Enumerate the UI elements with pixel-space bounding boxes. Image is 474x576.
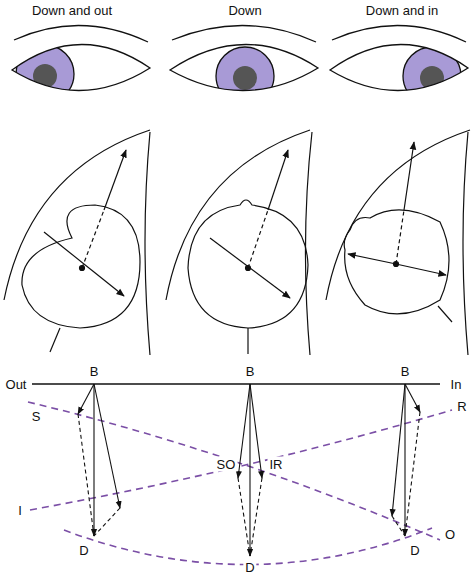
view-title: Down: [226, 3, 263, 18]
muscle-label: IR: [268, 457, 285, 472]
globe-diagram: [326, 130, 470, 355]
axis-label: Out: [4, 377, 29, 392]
axis-label: In: [449, 377, 464, 392]
point-label: B: [399, 364, 412, 379]
curve-label: I: [16, 503, 24, 518]
curve-label: O: [443, 527, 457, 542]
point-label: D: [408, 543, 421, 558]
view-title: Down and in: [364, 3, 440, 18]
point-label: B: [244, 364, 257, 379]
point-label: B: [88, 364, 101, 379]
curve-label: R: [455, 399, 468, 414]
curve-label: S: [30, 409, 43, 424]
globe-diagram: [4, 130, 150, 355]
point-label: D: [77, 543, 90, 558]
eye: [12, 25, 150, 103]
vector-diagram: [28, 384, 452, 565]
view-title: Down and out: [30, 3, 114, 18]
globe-diagram: [166, 130, 312, 355]
muscle-label: SO: [215, 457, 238, 472]
eye: [330, 25, 468, 105]
eye: [170, 25, 318, 105]
point-label: D: [243, 560, 256, 575]
